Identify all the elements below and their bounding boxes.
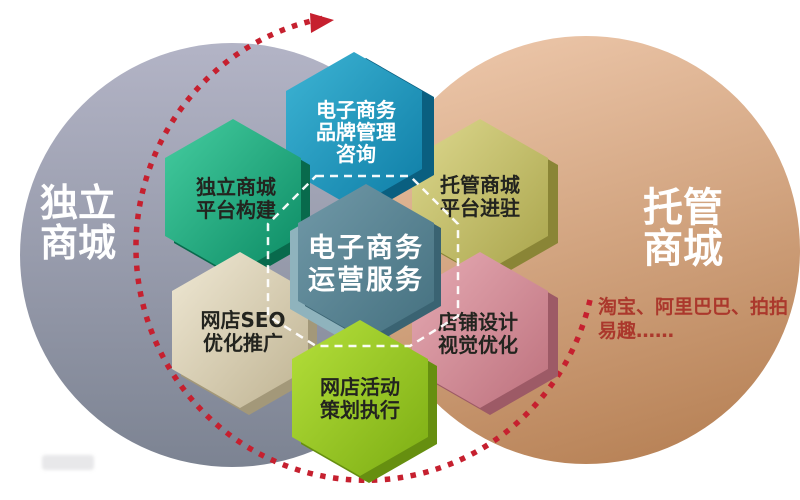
left-circle-label-line-2: 商城 [40,221,116,265]
platforms-text-line-1: 淘宝、阿里巴巴、拍拍 [598,295,788,318]
dotted-orbit-arc [133,15,593,483]
hexagon-upper-right: 托管商城 平台进驻 [412,119,558,282]
hexagon-lower-left-label-line-2: 优化推广 [203,331,283,355]
hexagon-upper-left-label-line-2: 平台构建 [196,198,276,222]
left-circle-label-line-1: 独立 [40,181,116,225]
hexagon-center-face [298,184,434,340]
hexagon-center-label-line-2: 运营服务 [308,265,424,296]
orbit-arrowhead-icon [310,13,334,33]
hexagon-center: 电子商务 运营服务 [290,184,441,348]
hexagon-upper-right-label-line-1: 托管商城 [440,173,520,197]
hexagon-bottom: 网店活动 策划执行 [292,320,437,483]
hexagon-lower-right-label-line-2: 视觉优化 [438,333,518,357]
hexagon-bottom-label-line-1: 网店活动 [320,375,400,399]
hexagon-top-label-line-2: 品牌管理 [316,120,396,144]
hexagon-upper-right-label-line-2: 平台进驻 [440,196,520,220]
hexagon-lower-left-face [172,252,308,408]
hexagon-upper-left-label-line-1: 独立商城 [196,175,276,199]
hexagon-top-face [286,52,422,208]
hexagon-top-label-line-1: 电子商务 [316,98,397,122]
platforms-text-line-2: 易趣…… [598,319,674,342]
hexagon-bottom-label-line-2: 策划执行 [320,398,400,422]
hexagon-bottom-face [292,320,428,476]
hexagon-lower-left: 网店SEO 优化推广 [172,252,317,415]
hexagon-lower-right-face [412,252,548,408]
watermark [42,455,94,470]
hexagon-top-label-line-3: 咨询 [336,142,376,166]
hexagon-upper-left: 独立商城 平台构建 [165,119,310,282]
hexagon-lower-right: 店铺设计 视觉优化 [412,252,558,415]
hexagon-lower-left-label-line-1: 网店SEO [200,308,285,332]
hexagon-upper-right-face [412,119,548,275]
right-circle-label-line-1: 托管 [643,185,723,231]
center-dashed-outline [266,174,460,348]
hexagon-center-label-line-1: 电子商务 [308,233,424,264]
hexagon-upper-left-face [165,119,301,275]
right-circle-label-line-2: 商城 [643,226,723,272]
hexagon-lower-right-label-line-1: 店铺设计 [438,310,518,334]
